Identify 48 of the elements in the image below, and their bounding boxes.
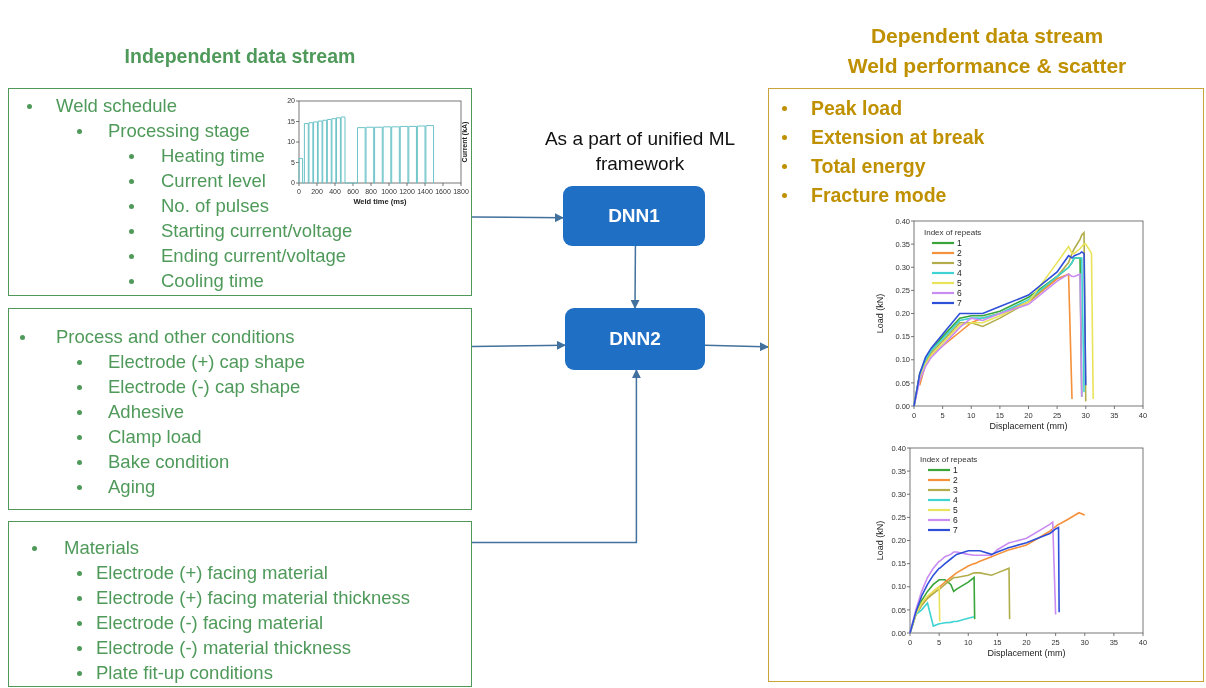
- list-item: Adhesive: [108, 400, 185, 424]
- list-item: Electrode (+) facing material thickness: [96, 586, 411, 610]
- list-item: Materials: [64, 536, 140, 560]
- list-item: Electrode (+) facing material: [96, 561, 328, 585]
- legend-label: 1: [957, 238, 962, 248]
- list-item: Cooling time: [161, 269, 264, 293]
- list-item: Extension at break: [811, 125, 985, 149]
- section-heading: Independent data stream: [123, 44, 357, 69]
- list-item: Starting current/voltage: [161, 219, 353, 243]
- legend-title: Index of repeats: [920, 455, 978, 464]
- legend-label: 2: [953, 475, 958, 485]
- legend-label: 1: [953, 465, 958, 475]
- annotation-text: As a part of unified ML framework: [543, 127, 737, 176]
- list-item: Electrode (-) cap shape: [108, 375, 301, 399]
- list-item: Process and other conditions: [56, 325, 295, 349]
- list-item: Plate fit-up conditions: [96, 661, 273, 685]
- legend-label: 2: [957, 248, 962, 258]
- list-item: Heating time: [161, 144, 265, 168]
- legend-label: 4: [957, 268, 962, 278]
- list-item: Total energy: [811, 154, 926, 178]
- legend-label: 6: [957, 288, 962, 298]
- axis-title: Load (kN): [875, 520, 885, 561]
- list-item: Processing stage: [108, 119, 250, 143]
- legend-label: 3: [957, 258, 962, 268]
- list-item: Clamp load: [108, 425, 202, 449]
- legend-label: 3: [953, 485, 958, 495]
- list-item: Electrode (+) cap shape: [108, 350, 305, 374]
- list-item: Ending current/voltage: [161, 244, 347, 268]
- list-item: Bake condition: [108, 450, 230, 474]
- legend-label: 4: [953, 495, 958, 505]
- legend-label: 5: [953, 505, 958, 515]
- legend-label: 6: [953, 515, 958, 525]
- legend-label: 5: [957, 278, 962, 288]
- list-item: Peak load: [811, 96, 903, 120]
- axis-title: Displacement (mm): [987, 647, 1066, 658]
- list-item: No. of pulses: [161, 194, 269, 218]
- list-item: Aging: [108, 475, 156, 499]
- legend-title: Index of repeats: [924, 228, 982, 237]
- list-item: Current level: [161, 169, 266, 193]
- list-item: Weld schedule: [56, 94, 177, 118]
- axis-title: Load (kN): [875, 293, 885, 334]
- axis-title: Displacement (mm): [989, 420, 1068, 431]
- list-item: Electrode (-) facing material: [96, 611, 324, 635]
- list-item: Electrode (-) material thickness: [96, 636, 351, 660]
- panel-heading: Dependent data stream Weld performance & scatter: [846, 23, 1128, 79]
- list-item: Fracture mode: [811, 183, 947, 207]
- legend-label: 7: [957, 298, 962, 308]
- legend-label: 7: [953, 525, 958, 535]
